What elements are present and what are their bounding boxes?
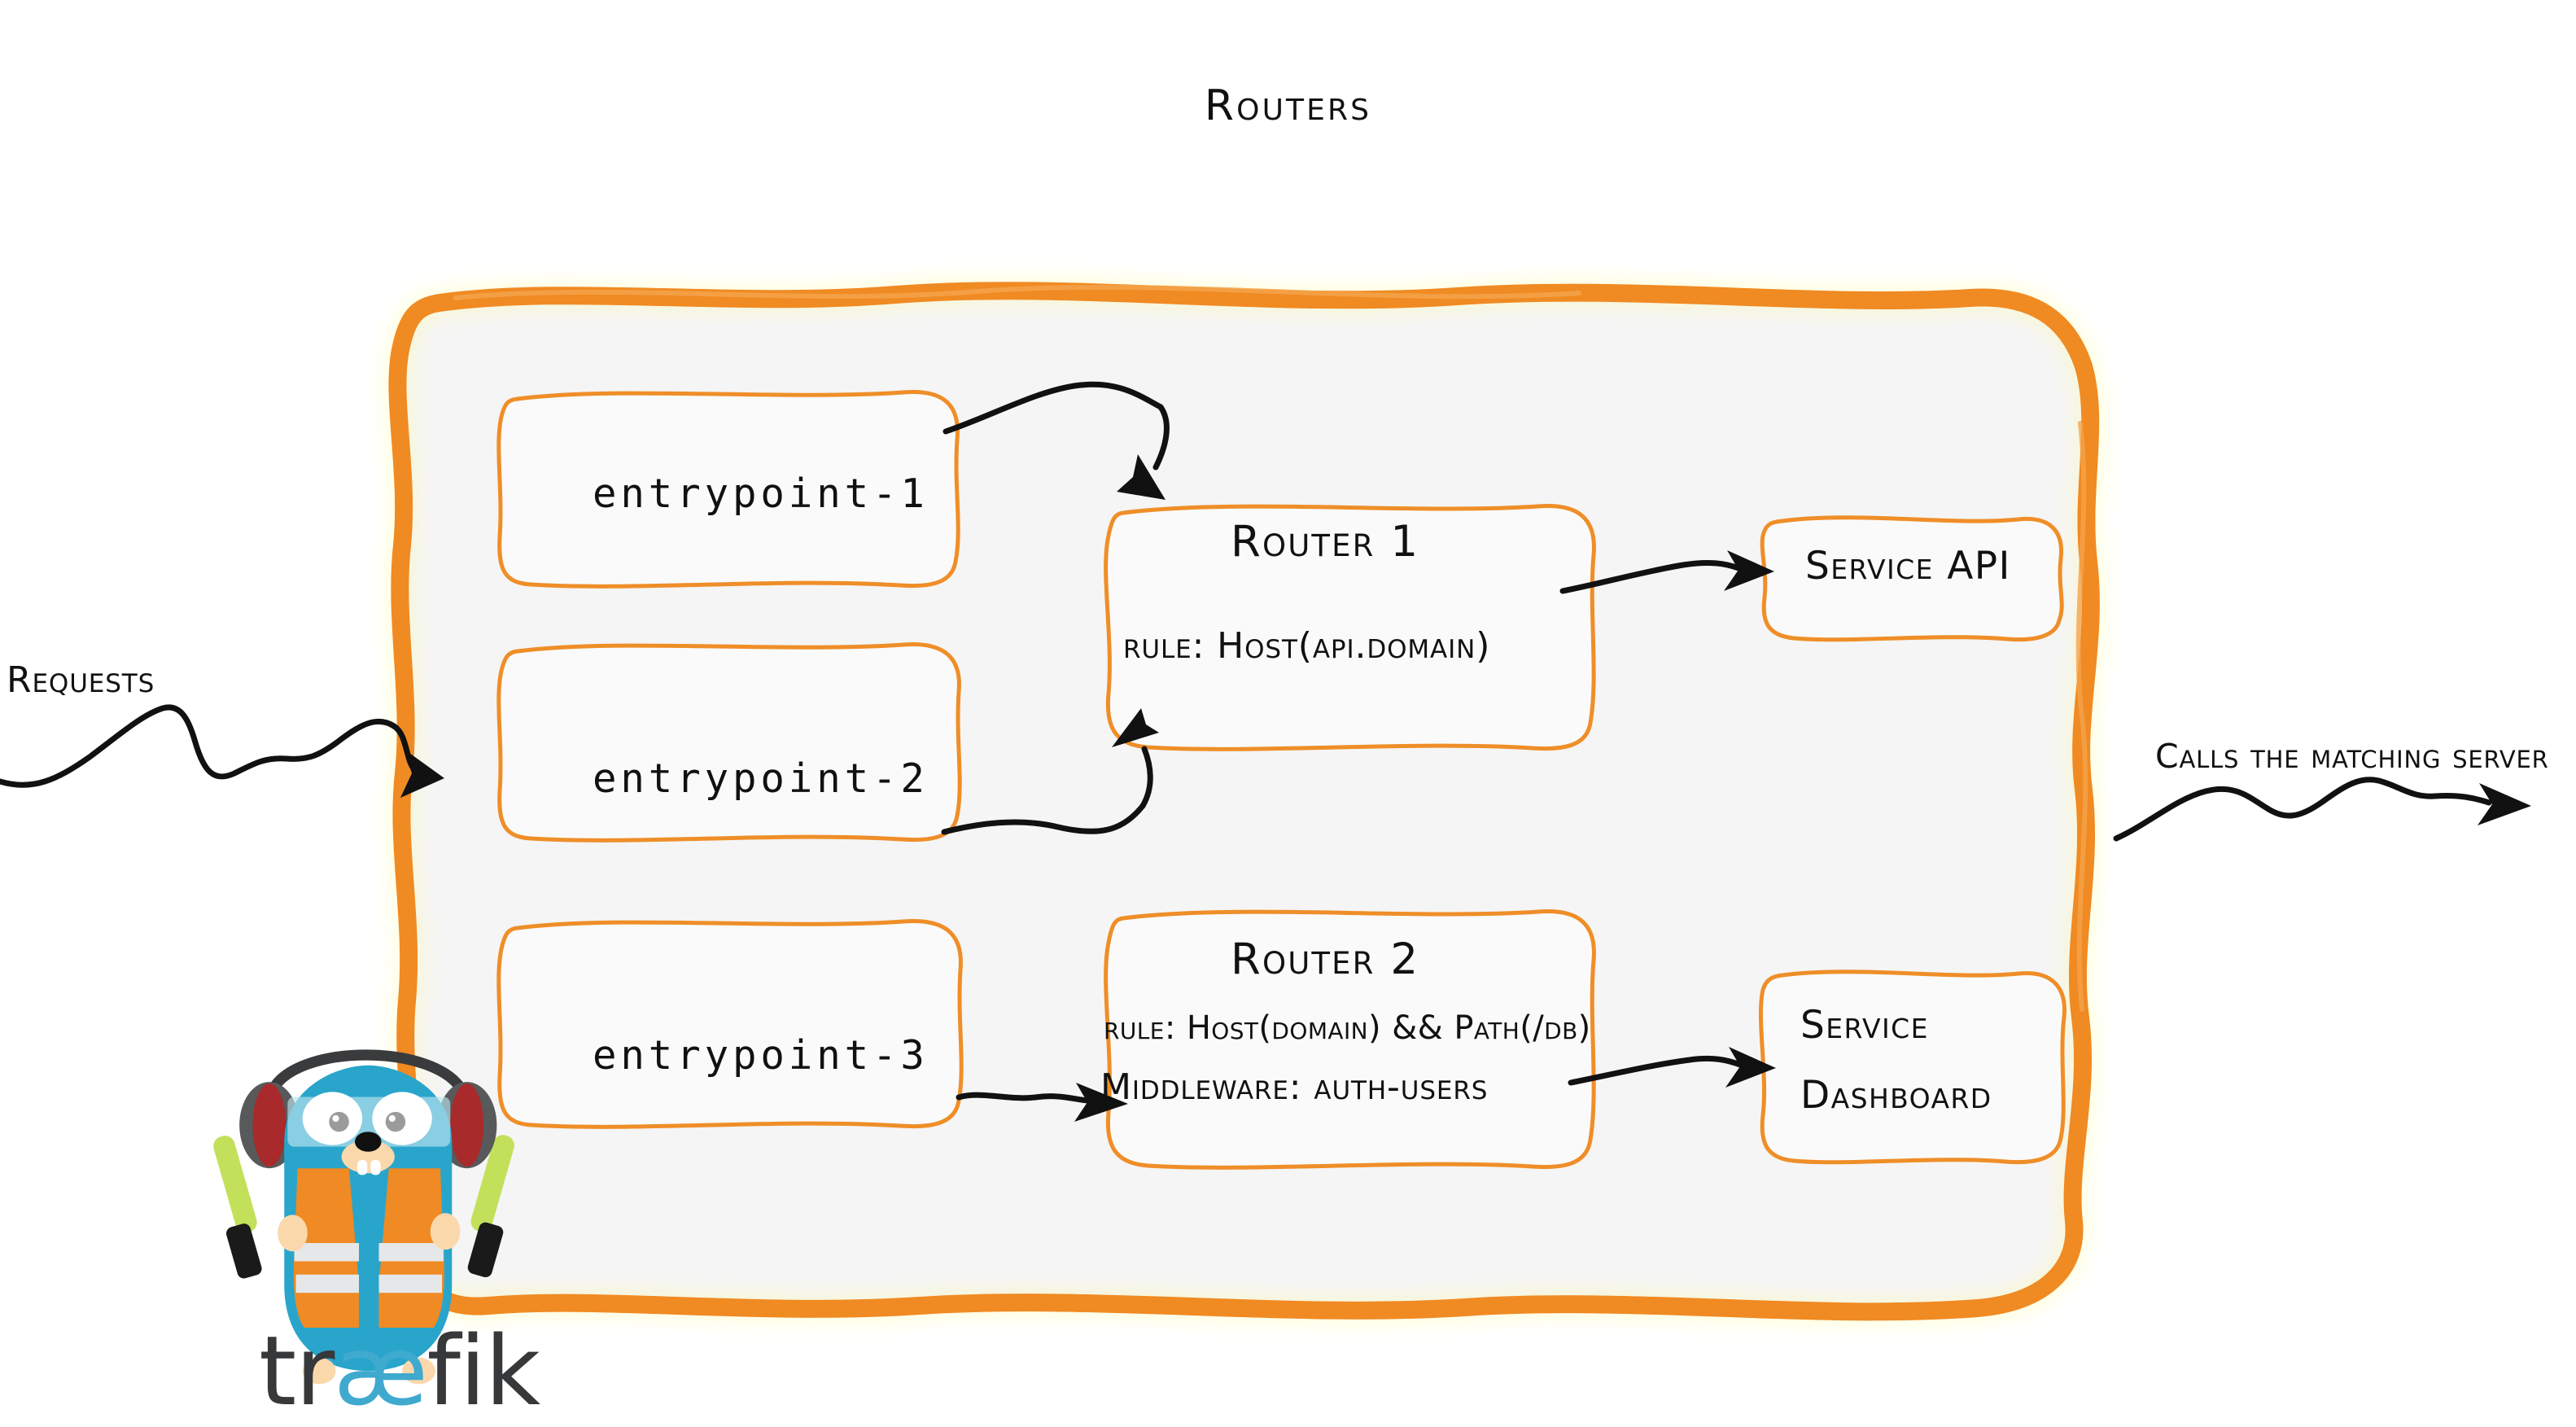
entrypoint-3-label: entrypoint-3 — [593, 1032, 929, 1079]
wordmark-part2: fik — [426, 1315, 540, 1427]
router-2-middleware: Middleware: auth-users — [1100, 1066, 1489, 1108]
entrypoint-1-label: entrypoint-1 — [593, 471, 929, 517]
service-api-label: Service API — [1805, 544, 2011, 589]
wordmark-part1: tr — [259, 1315, 335, 1427]
requests-label: Requests — [7, 659, 155, 701]
router-1-rule: rule: Host(api.domain) — [1123, 625, 1491, 667]
matching-server-label: Calls the matching server — [2155, 737, 2549, 776]
page-title: Routers — [1204, 81, 1372, 130]
router-2-rule: rule: Host(domain) && Path(/db) — [1104, 1009, 1591, 1047]
router-2-title: Router 2 — [1231, 935, 1420, 984]
service-dashboard-label-line2: Dashboard — [1800, 1073, 1992, 1118]
router-1-title: Router 1 — [1231, 517, 1420, 567]
traefik-wordmark: træfik — [259, 1323, 540, 1419]
entrypoint-2-label: entrypoint-2 — [593, 755, 929, 802]
wordmark-ae-ligature: æ — [333, 1315, 428, 1427]
service-dashboard-label-line1: Service — [1800, 1003, 1929, 1048]
